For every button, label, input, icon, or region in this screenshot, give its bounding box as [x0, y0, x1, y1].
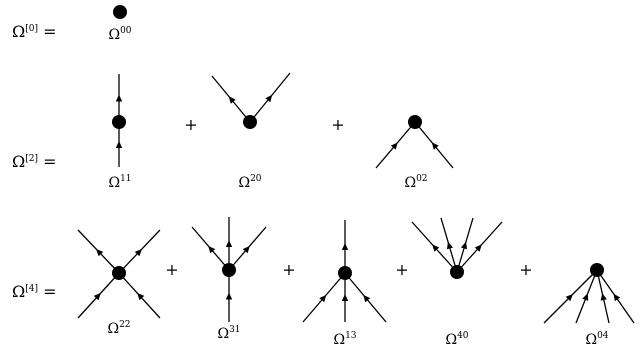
term-label-omega13: Ω13: [333, 331, 357, 348]
arrow-icon: [600, 293, 607, 301]
arrow-icon: [93, 292, 101, 301]
term-label-base: Ω: [108, 27, 121, 43]
term-label-sup: 20: [250, 174, 262, 184]
arrow-icon: [613, 293, 621, 302]
arrow-icon: [341, 243, 349, 250]
term-label-sup: 31: [229, 325, 241, 335]
row0-lhs-base: Ω: [12, 22, 26, 41]
arrow-icon: [134, 248, 142, 257]
arrow-icon: [565, 294, 573, 302]
row4-equals: =: [43, 282, 57, 301]
arrow-icon: [431, 142, 439, 150]
arrow-icon: [96, 248, 104, 257]
plus-sign: +: [165, 260, 179, 279]
row2-lhs-sup: [2]: [25, 154, 39, 164]
plus-sign: +: [282, 260, 296, 279]
vertex-dot: [112, 266, 126, 280]
term-label-omega02: Ω02: [404, 174, 428, 191]
arrow-icon: [225, 292, 233, 300]
arrow-icon: [446, 241, 454, 250]
vertex-dot: [338, 266, 352, 280]
arrow-icon: [319, 294, 327, 303]
arrow-icon: [115, 141, 123, 148]
vertex-graph-omega00: [113, 5, 127, 19]
term-label-omega00: Ω00: [108, 26, 132, 43]
arrow-icon: [582, 293, 589, 301]
term-label-base: Ω: [585, 332, 598, 348]
vertex-dot: [243, 115, 257, 129]
term-label-omega04: Ω04: [585, 331, 609, 348]
term-label-sup: 02: [416, 174, 428, 184]
plus-sign: +: [519, 260, 533, 279]
term-label-base: Ω: [445, 332, 458, 348]
plus-sign: +: [331, 115, 345, 134]
vertex-graph-omega11: [112, 74, 126, 167]
arrow-icon: [208, 245, 216, 254]
arrow-icon: [225, 240, 233, 247]
arrow-icon: [137, 292, 145, 301]
vertex-graph-omega04: [543, 263, 635, 324]
term-label-sup: 11: [120, 174, 132, 184]
vertex-graph-omega20: [211, 72, 291, 129]
vertex-graph-omega40: [411, 217, 503, 279]
row2-lhs-base: Ω: [12, 152, 26, 171]
term-label-omega11: Ω11: [108, 174, 132, 191]
plus-sign: +: [395, 260, 409, 279]
arrow-icon: [115, 94, 123, 102]
vertex-dot: [113, 5, 127, 19]
term-label-omega40: Ω40: [445, 331, 469, 348]
plus-sign: +: [184, 115, 198, 134]
arrow-icon: [460, 241, 468, 250]
term-label-sup: 40: [457, 331, 469, 341]
term-label-sup: 04: [597, 331, 609, 341]
arrow-icon: [390, 142, 398, 150]
arrow-icon: [228, 96, 236, 104]
vertex-graph-omega13: [302, 220, 387, 323]
vertex-dot: [222, 263, 236, 277]
term-label-omega20: Ω20: [238, 174, 262, 191]
row4-lhs: Ω[4] =: [12, 284, 57, 300]
vertex-graph-omega22: [77, 229, 161, 319]
term-label-base: Ω: [107, 321, 120, 337]
row0-lhs-sup: [0]: [25, 24, 39, 34]
vertex-dot: [408, 115, 422, 129]
row0-equals: =: [43, 22, 57, 41]
term-label-base: Ω: [217, 326, 230, 342]
vertex-dot: [590, 263, 604, 277]
term-label-base: Ω: [238, 175, 251, 191]
term-label-sup: 00: [120, 26, 132, 36]
arrow-icon: [474, 244, 482, 252]
term-label-omega22: Ω22: [107, 320, 131, 337]
vertex-dot: [112, 115, 126, 129]
term-label-base: Ω: [404, 175, 417, 191]
row2-equals: =: [43, 152, 57, 171]
term-label-sup: 13: [345, 331, 357, 341]
arrow-icon: [242, 245, 250, 254]
arrow-icon: [265, 94, 273, 103]
term-label-sup: 22: [119, 320, 131, 330]
vertex-graph-omega31: [191, 217, 267, 322]
row4-lhs-sup: [4]: [25, 284, 39, 294]
arrow-icon: [363, 294, 371, 303]
arrow-icon: [432, 244, 440, 252]
term-label-base: Ω: [108, 175, 121, 191]
vertex-dot: [450, 265, 464, 279]
arrow-icon: [341, 294, 349, 301]
row4-lhs-base: Ω: [12, 282, 26, 301]
vertex-graph-omega02: [375, 115, 454, 169]
row0-lhs: Ω[0] =: [12, 24, 57, 40]
term-label-base: Ω: [333, 332, 346, 348]
term-label-omega31: Ω31: [217, 325, 241, 342]
row2-lhs: Ω[2] =: [12, 154, 57, 170]
